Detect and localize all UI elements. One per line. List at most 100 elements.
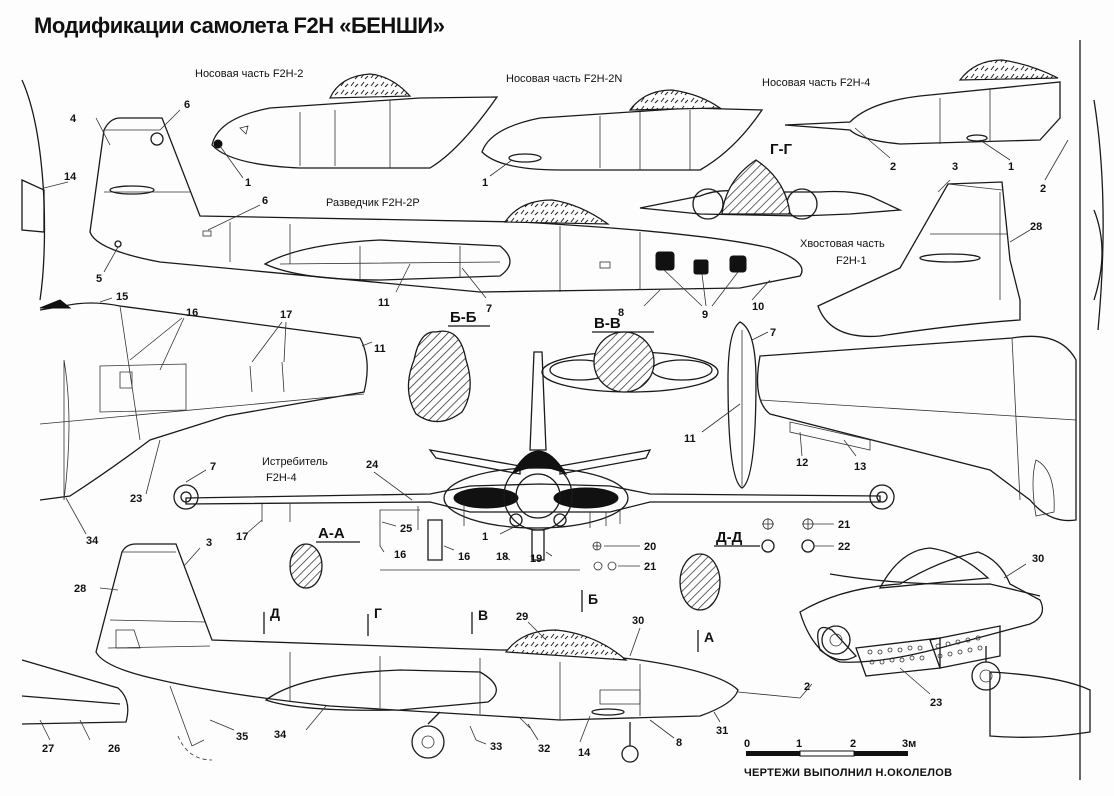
callout-8b: 8 [676,737,682,749]
callout-32: 32 [538,743,550,755]
callout-28a: 28 [1030,221,1042,233]
callout-28b: 28 [74,583,86,595]
scale-tick-3: 3м [902,738,916,750]
credits: ЧЕРТЕЖИ ВЫПОЛНИЛ Н.ОКОЛЕЛОВ [744,767,952,779]
callout-3a: 3 [952,161,958,173]
section-vv-view: В-В [541,315,719,393]
callout-10: 10 [752,301,764,313]
fighter-f2h4-label-2: F2H-4 [266,472,297,484]
section-vv-label: В-В [594,315,621,332]
callout-9: 9 [702,309,708,321]
scale-tick-2: 2 [850,738,856,750]
callout-13: 13 [854,461,866,473]
callout-5: 5 [96,273,102,285]
nose-f2h4-view: Носовая часть F2H-4 2 1 2 [762,59,1069,195]
callout-1d: 1 [482,531,488,543]
section-gg-label: Г-Г [770,141,792,158]
callout-31: 31 [716,725,728,737]
section-dd-label: Д-Д [716,529,743,546]
callout-21a: 21 [644,561,656,573]
drop-tank-profile: 7 11 [684,321,776,489]
callout-6b: 6 [262,195,268,207]
left-edge-fragments [21,79,129,725]
nose-f2h2n-view: Носовая часть F2H-2N 1 [481,73,764,189]
callout-16c: 16 [458,551,470,563]
tail-f2h1-label-1: Хвостовая часть [800,238,885,250]
section-dd-view: Д-Д 21 22 [679,518,850,611]
callout-6a: 6 [184,99,190,111]
callout-23a: 23 [130,493,142,505]
scale-tick-0: 0 [744,738,750,750]
callout-25: 25 [400,523,412,535]
callout-33: 33 [490,741,502,753]
callout-27: 27 [42,743,54,755]
callout-23b: 23 [930,697,942,709]
recon-f2h2p-view: Разведчик F2H-2P 4 6 6 5 14 11 7 8 9 [43,99,803,321]
section-bb-label: Б-Б [450,309,477,326]
callout-11a: 11 [378,297,390,309]
tail-f2h1-label-2: F2H-1 [836,255,867,267]
scale-bar: 0 1 2 3м ЧЕРТЕЖИ ВЫПОЛНИЛ Н.ОКОЛЕЛОВ [744,738,952,779]
callout-1a: 1 [245,177,251,189]
tail-f2h1-view: Хвостовая часть F2H-1 3 28 [800,161,1042,338]
callout-3b: 3 [206,537,212,549]
callout-26: 26 [108,743,120,755]
callout-21b: 21 [838,519,850,531]
callout-17b: 17 [236,531,248,543]
callout-34a: 34 [86,535,99,547]
perspective-view: 30 23 [799,547,1044,709]
section-aa-label: А-А [318,525,345,542]
callout-7a: 7 [486,303,492,315]
callout-17a: 17 [280,309,292,321]
right-edge-fragments [989,40,1104,780]
cut-mark-d: Д [270,605,280,621]
fighter-f2h4-label-1: Истребитель [262,456,328,468]
callout-1c: 1 [1008,161,1014,173]
callout-8a: 8 [618,307,624,319]
section-aa-view: А-А [289,525,360,589]
wing-planform-left: 15 16 17 11 23 34 [39,291,386,547]
callout-14b: 14 [578,747,591,759]
callout-7c: 7 [210,461,216,473]
callout-2c: 2 [804,681,810,693]
cut-mark-v: В [478,607,488,623]
nose-f2h2-label: Носовая часть F2H-2 [195,68,303,80]
nose-f2h4-label: Носовая часть F2H-4 [762,77,870,89]
nose-f2h2n-label: Носовая часть F2H-2N [506,73,622,85]
cut-mark-g: Г [374,605,382,621]
callout-16b: 16 [394,549,406,561]
nose-f2h2-view: Носовая часть F2H-2 1 [195,68,499,189]
section-gg-view: Г-Г [639,141,903,220]
engine-fragment-view: 27 26 [39,719,120,755]
callout-29: 29 [516,611,528,623]
callout-4: 4 [70,113,77,125]
callout-19: 19 [530,553,542,565]
main-side-view: Д Г В Б А 2 3 28 29 30 31 8 14 32 33 34 … [74,537,813,763]
scale-tick-1: 1 [796,738,802,750]
callout-14a: 14 [64,171,77,183]
callout-11b: 11 [374,343,386,355]
callout-30b: 30 [1032,553,1044,565]
callout-2a: 2 [890,161,896,173]
callout-30a: 30 [632,615,644,627]
callout-20: 20 [644,541,656,553]
section-bb-view: Б-Б [407,309,490,423]
callout-34b: 34 [274,729,287,741]
callout-11c: 11 [684,433,696,445]
callout-16a: 16 [186,307,198,319]
drawing-title: Модификации самолета F2H «БЕНШИ» [34,13,445,38]
cut-mark-b: Б [588,591,598,607]
front-view-f2h4: Истребитель F2H-4 7 17 24 25 16 16 [173,351,895,573]
recon-f2h2p-label: Разведчик F2H-2P [326,197,420,209]
callout-18: 18 [496,551,508,563]
cut-mark-a: А [704,629,714,645]
callout-15: 15 [116,291,128,303]
callout-2b: 2 [1040,183,1046,195]
callout-1b: 1 [482,177,488,189]
callout-12: 12 [796,457,808,469]
callout-35: 35 [236,731,248,743]
callout-24: 24 [366,459,379,471]
callout-22: 22 [838,541,850,553]
